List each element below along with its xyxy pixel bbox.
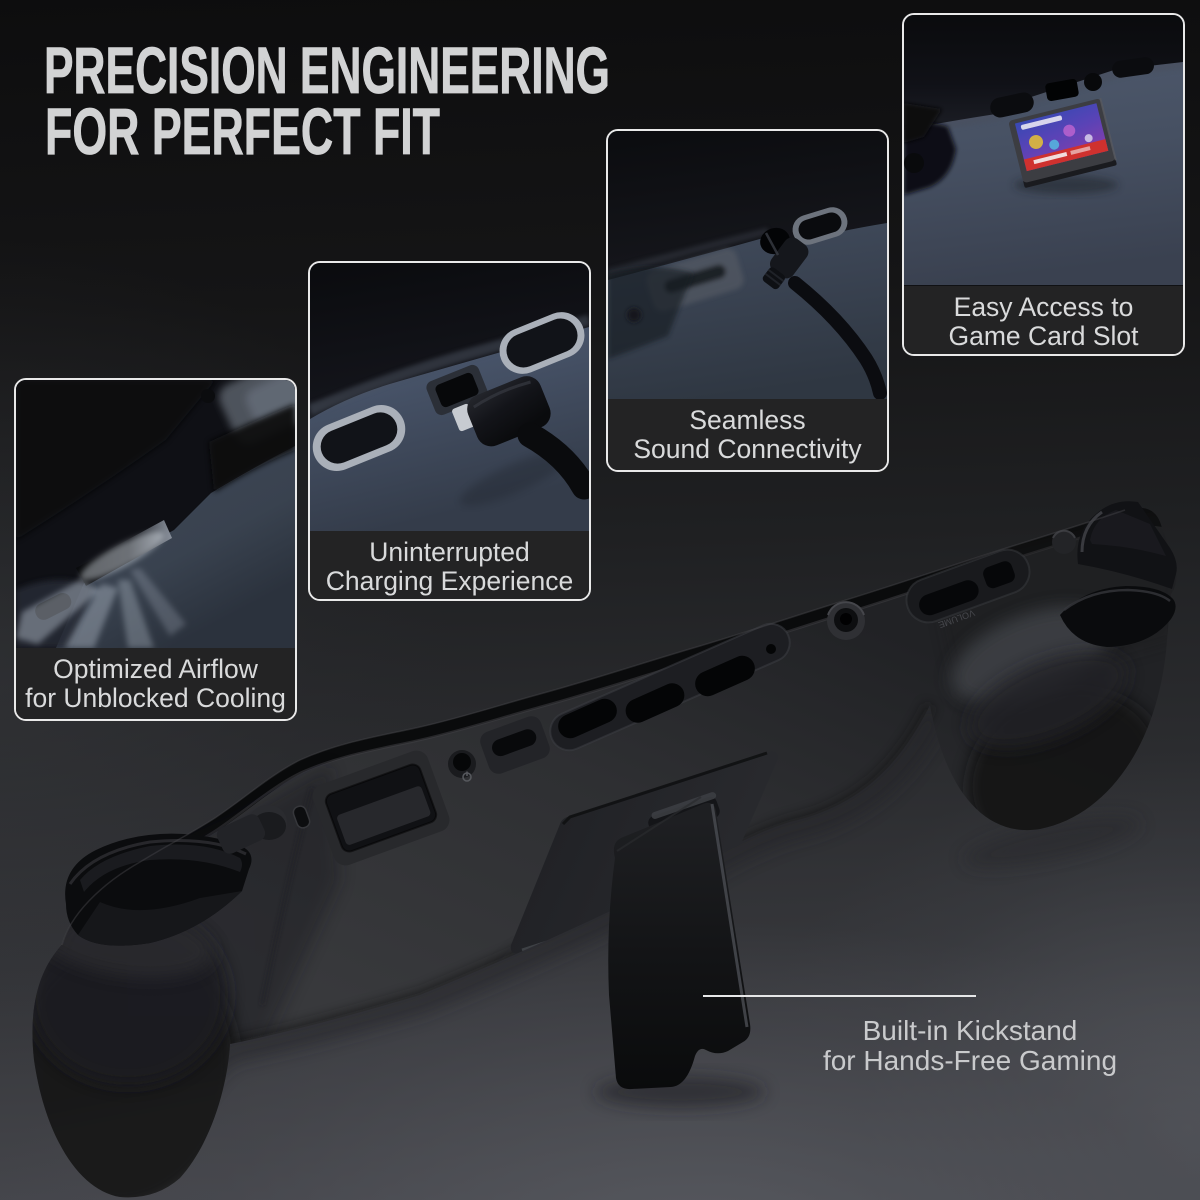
svg-text:PRECISION ENGINEERING: PRECISION ENGINEERING (44, 33, 610, 107)
svg-text:FOR PERFECT FIT: FOR PERFECT FIT (45, 94, 440, 168)
